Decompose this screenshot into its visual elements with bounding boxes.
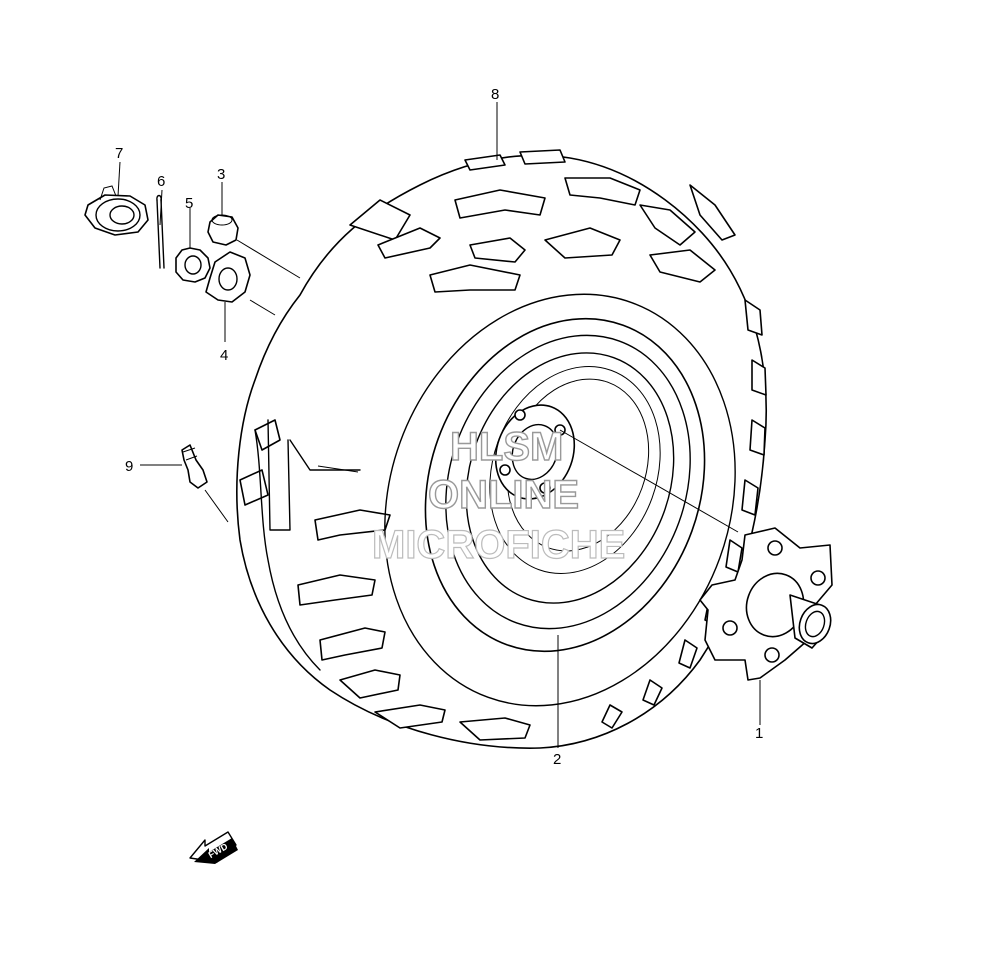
spacer-plate[interactable] bbox=[205, 251, 251, 303]
cotter-pin[interactable] bbox=[156, 194, 165, 269]
toothed-washer[interactable] bbox=[175, 247, 211, 283]
watermark: HLSM ONLINE MICROFICHE bbox=[371, 424, 626, 567]
callout-7: 7 bbox=[115, 145, 123, 162]
leader-lines bbox=[117, 102, 761, 748]
hub-nut-cap[interactable] bbox=[84, 185, 149, 236]
wheel-hub[interactable] bbox=[699, 527, 836, 681]
watermark-line3: MICROFICHE bbox=[372, 523, 625, 567]
callout-labels: 1 2 3 4 5 6 7 8 9 bbox=[115, 86, 763, 768]
callout-1: 1 bbox=[755, 725, 763, 742]
callout-3: 3 bbox=[217, 166, 225, 183]
callout-8: 8 bbox=[491, 86, 499, 103]
callout-5: 5 bbox=[185, 195, 193, 212]
watermark-line1: HLSM bbox=[450, 425, 563, 469]
forward-arrow-icon: FWD bbox=[189, 831, 238, 864]
callout-6: 6 bbox=[157, 173, 165, 190]
callout-4: 4 bbox=[220, 347, 228, 364]
callout-2: 2 bbox=[553, 751, 561, 768]
valve-stem[interactable] bbox=[181, 444, 208, 489]
callout-9: 9 bbox=[125, 458, 133, 475]
hex-nut[interactable] bbox=[207, 214, 239, 246]
watermark-line2: ONLINE bbox=[428, 473, 579, 517]
tire-assembly[interactable] bbox=[236, 149, 792, 755]
